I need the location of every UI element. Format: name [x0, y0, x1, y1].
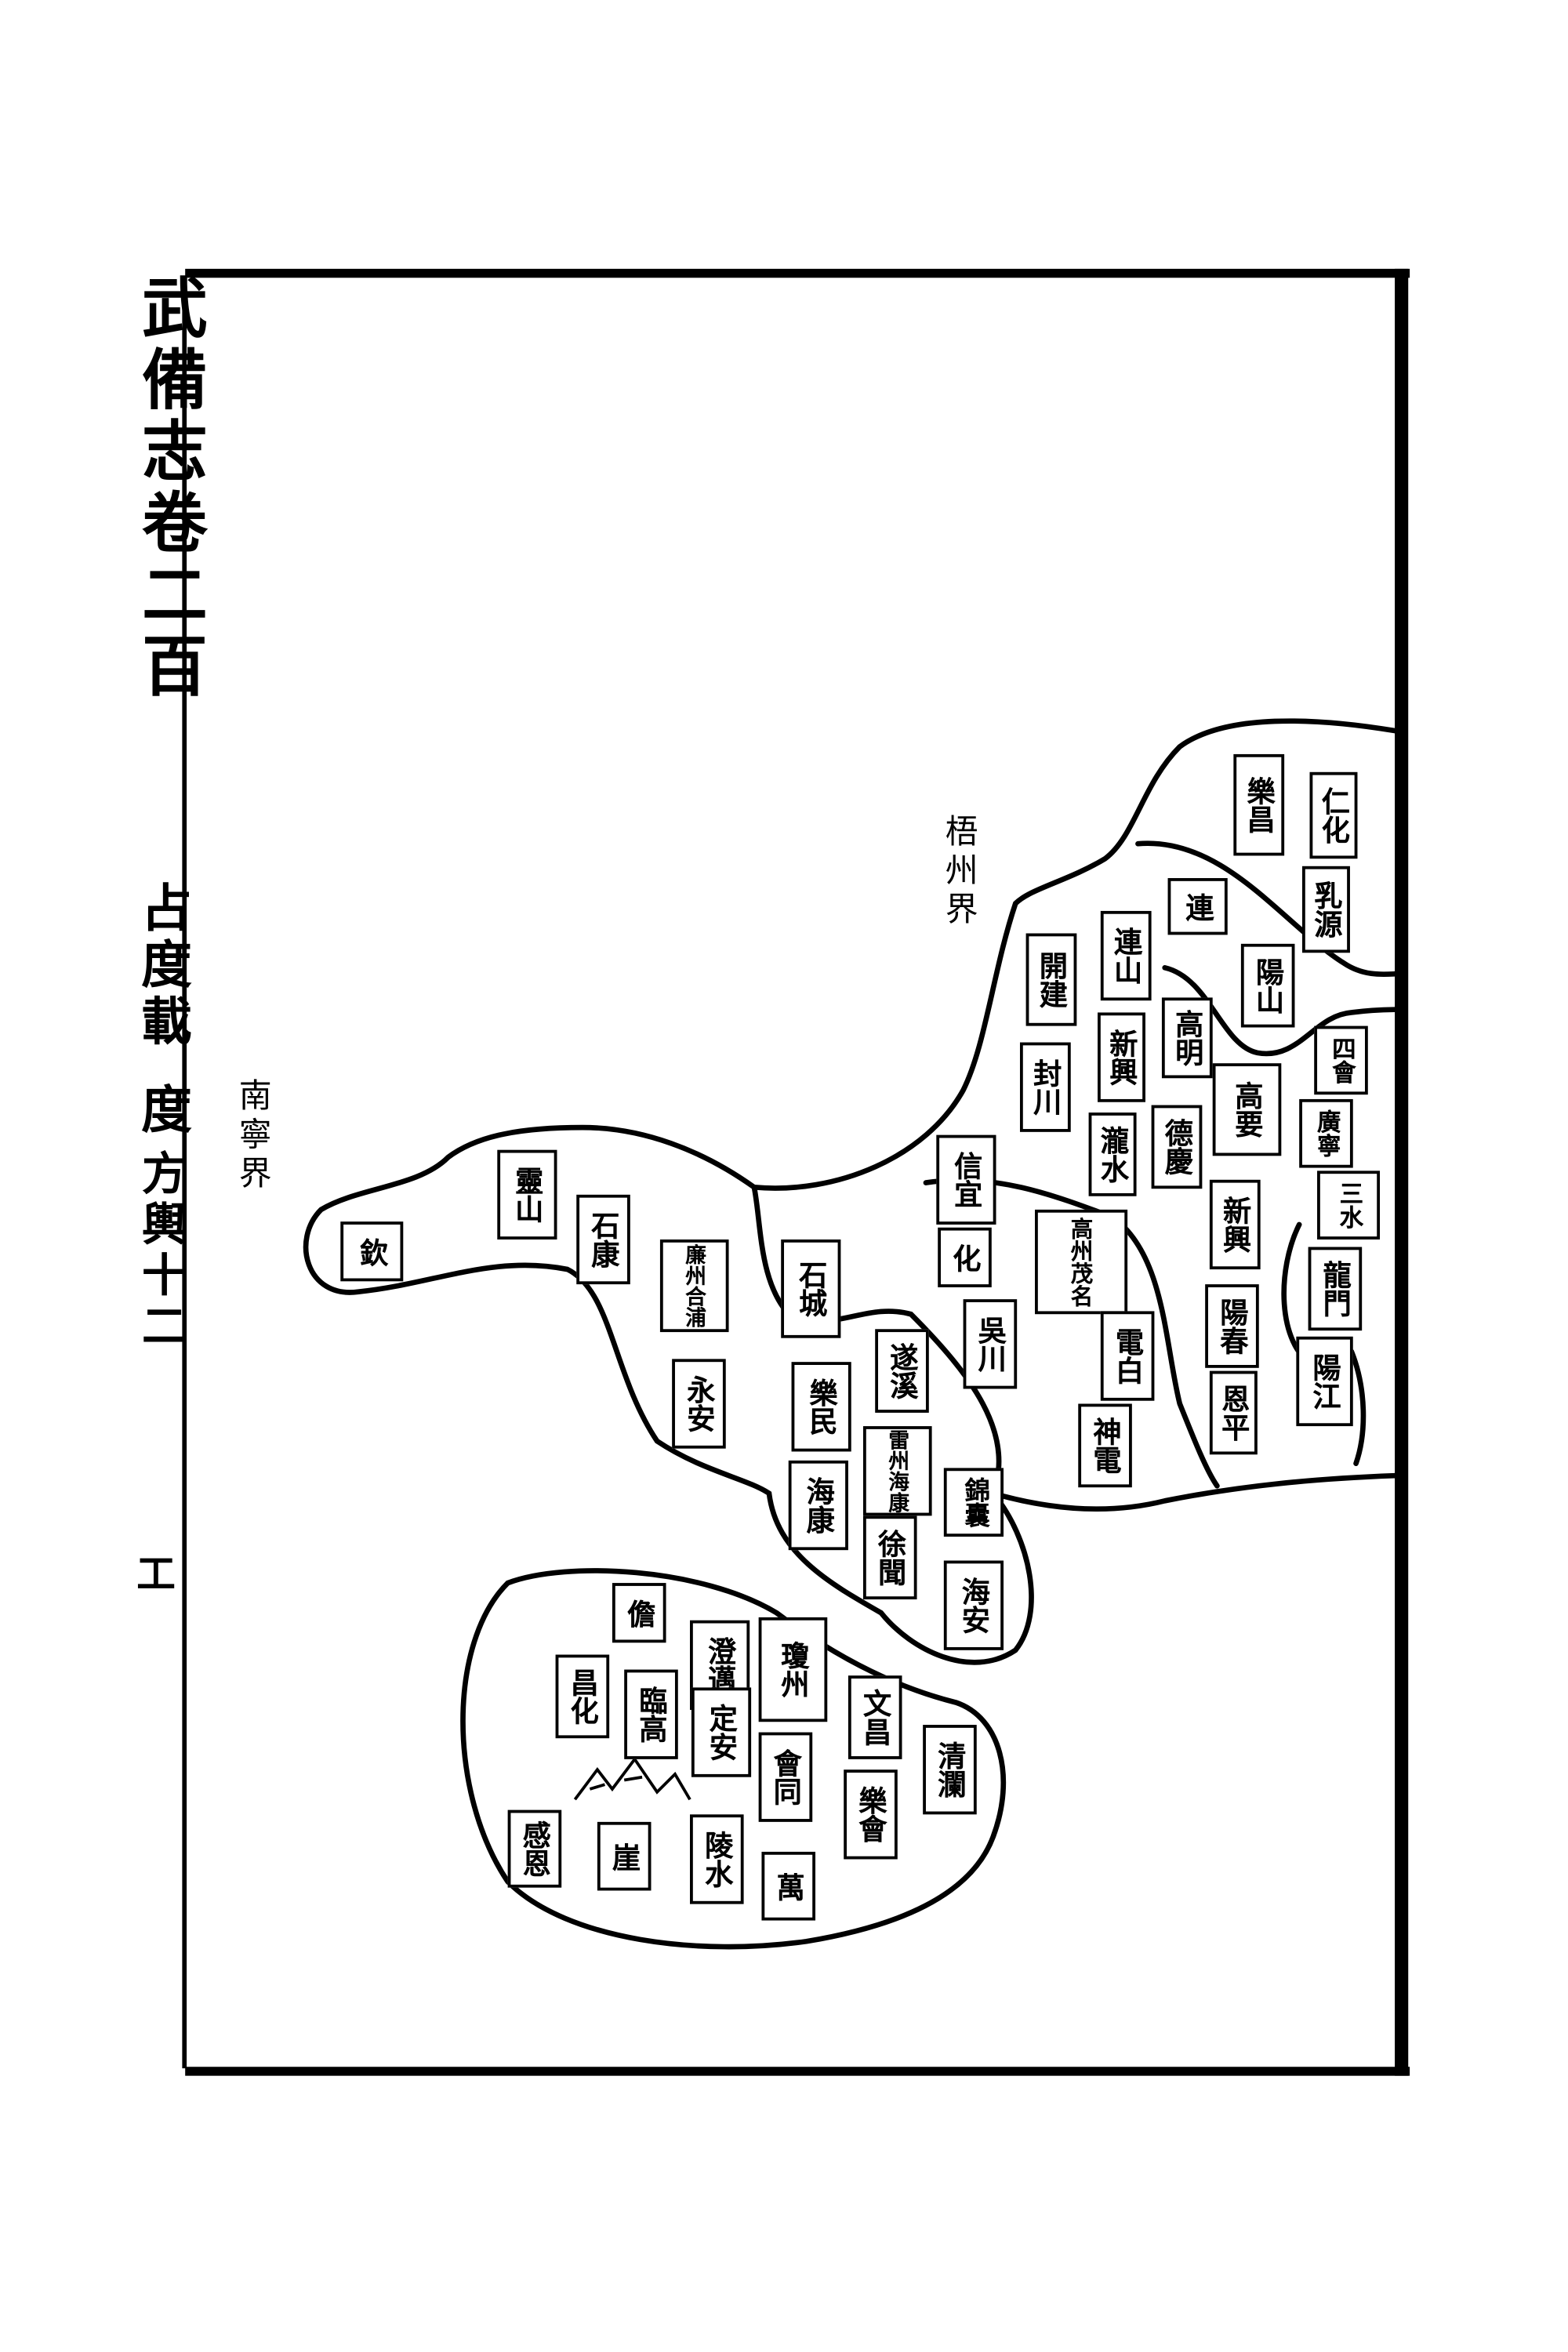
- place-label: 文昌: [848, 1675, 902, 1759]
- place-label: 定安: [691, 1687, 752, 1777]
- place-label: 封川: [1019, 1042, 1071, 1132]
- place-label: 昌化: [555, 1654, 610, 1739]
- place-label: 陽江: [1296, 1336, 1353, 1427]
- place-label: 會同: [758, 1732, 813, 1822]
- mainland-coastline: [303, 718, 1404, 1665]
- place-label: 高要: [1212, 1063, 1282, 1156]
- place-label: 海安: [943, 1560, 1004, 1650]
- place-label: 連山: [1100, 910, 1152, 1001]
- place-label: 化: [938, 1227, 992, 1287]
- place-label: 陽山: [1240, 943, 1295, 1028]
- place-label: 石城: [781, 1239, 841, 1338]
- place-label: 靈山: [497, 1149, 557, 1240]
- place-label: 感恩: [507, 1809, 562, 1888]
- place-label: 樂會: [844, 1769, 898, 1860]
- place-label: 德慶: [1151, 1105, 1203, 1189]
- place-label: 連: [1167, 878, 1228, 935]
- place-label: 遂溪: [875, 1329, 929, 1413]
- place-label: 三水: [1317, 1171, 1381, 1240]
- place-label: 信宜: [936, 1134, 996, 1225]
- place-label: 錦囊: [943, 1468, 1004, 1537]
- place-label: 陵水: [690, 1814, 744, 1904]
- place-label: 樂民: [791, 1362, 851, 1452]
- place-label: 瓊州: [758, 1617, 828, 1722]
- place-label: 儋: [612, 1583, 666, 1643]
- hainan-coastline: [460, 1568, 1007, 1950]
- place-label: 臨高: [624, 1669, 678, 1759]
- place-label: 永安: [672, 1359, 726, 1449]
- book-title: 武備志卷二百: [129, 273, 206, 704]
- place-label: 龍門: [1308, 1247, 1363, 1331]
- place-label: 神電: [1078, 1403, 1132, 1488]
- place-label: 仁化: [1309, 771, 1358, 859]
- place-label: 新興: [1209, 1179, 1261, 1270]
- place-label: 徐聞: [862, 1515, 917, 1600]
- place-label: 開建: [1025, 933, 1077, 1026]
- place-label: 樂昌: [1233, 753, 1285, 856]
- place-label: 吳川: [963, 1299, 1018, 1389]
- frame-border-top: [185, 268, 1410, 278]
- boundary-label-wuzhou: 梧州界: [939, 814, 977, 931]
- place-label: 四會: [1314, 1025, 1368, 1095]
- place-label: 新興: [1098, 1012, 1145, 1102]
- place-label: 海康: [788, 1460, 848, 1551]
- frame-border-right: [1395, 268, 1409, 2076]
- section-title: 占度載: [131, 880, 191, 1051]
- place-label: 瀧水: [1088, 1112, 1137, 1196]
- place-label: 石康: [576, 1194, 630, 1285]
- place-label: 雷州海康: [862, 1426, 932, 1516]
- place-label: 恩平: [1209, 1370, 1258, 1455]
- place-label: 陽春: [1205, 1284, 1259, 1368]
- place-label: 電白: [1100, 1311, 1155, 1401]
- prefecture-boundary-gaozhou: [923, 1177, 1220, 1489]
- place-label: 乳源: [1301, 866, 1350, 953]
- place-label: 清瀾: [923, 1725, 977, 1815]
- place-label: 崖: [597, 1821, 652, 1891]
- boundary-label-nanning: 南寧界: [233, 1078, 270, 1195]
- place-label: 高明: [1161, 997, 1213, 1079]
- place-label: 高州茂名: [1035, 1209, 1128, 1315]
- page-mark: 工: [129, 1552, 175, 1599]
- place-label: 萬: [761, 1851, 816, 1921]
- section-sub: 度: [131, 1082, 191, 1140]
- frame-border-bottom: [185, 2067, 1410, 2076]
- place-label: 欽: [340, 1221, 404, 1282]
- mountain-icon: [573, 1756, 691, 1801]
- chapter-title: 方輿十二: [132, 1149, 186, 1353]
- river-right: [1348, 1348, 1367, 1467]
- place-label: 廉州合浦: [659, 1239, 729, 1333]
- frame-border-left: [182, 276, 187, 2069]
- place-label: 廣寧: [1299, 1098, 1353, 1168]
- prefecture-boundary-leizhou: [751, 1184, 1002, 1497]
